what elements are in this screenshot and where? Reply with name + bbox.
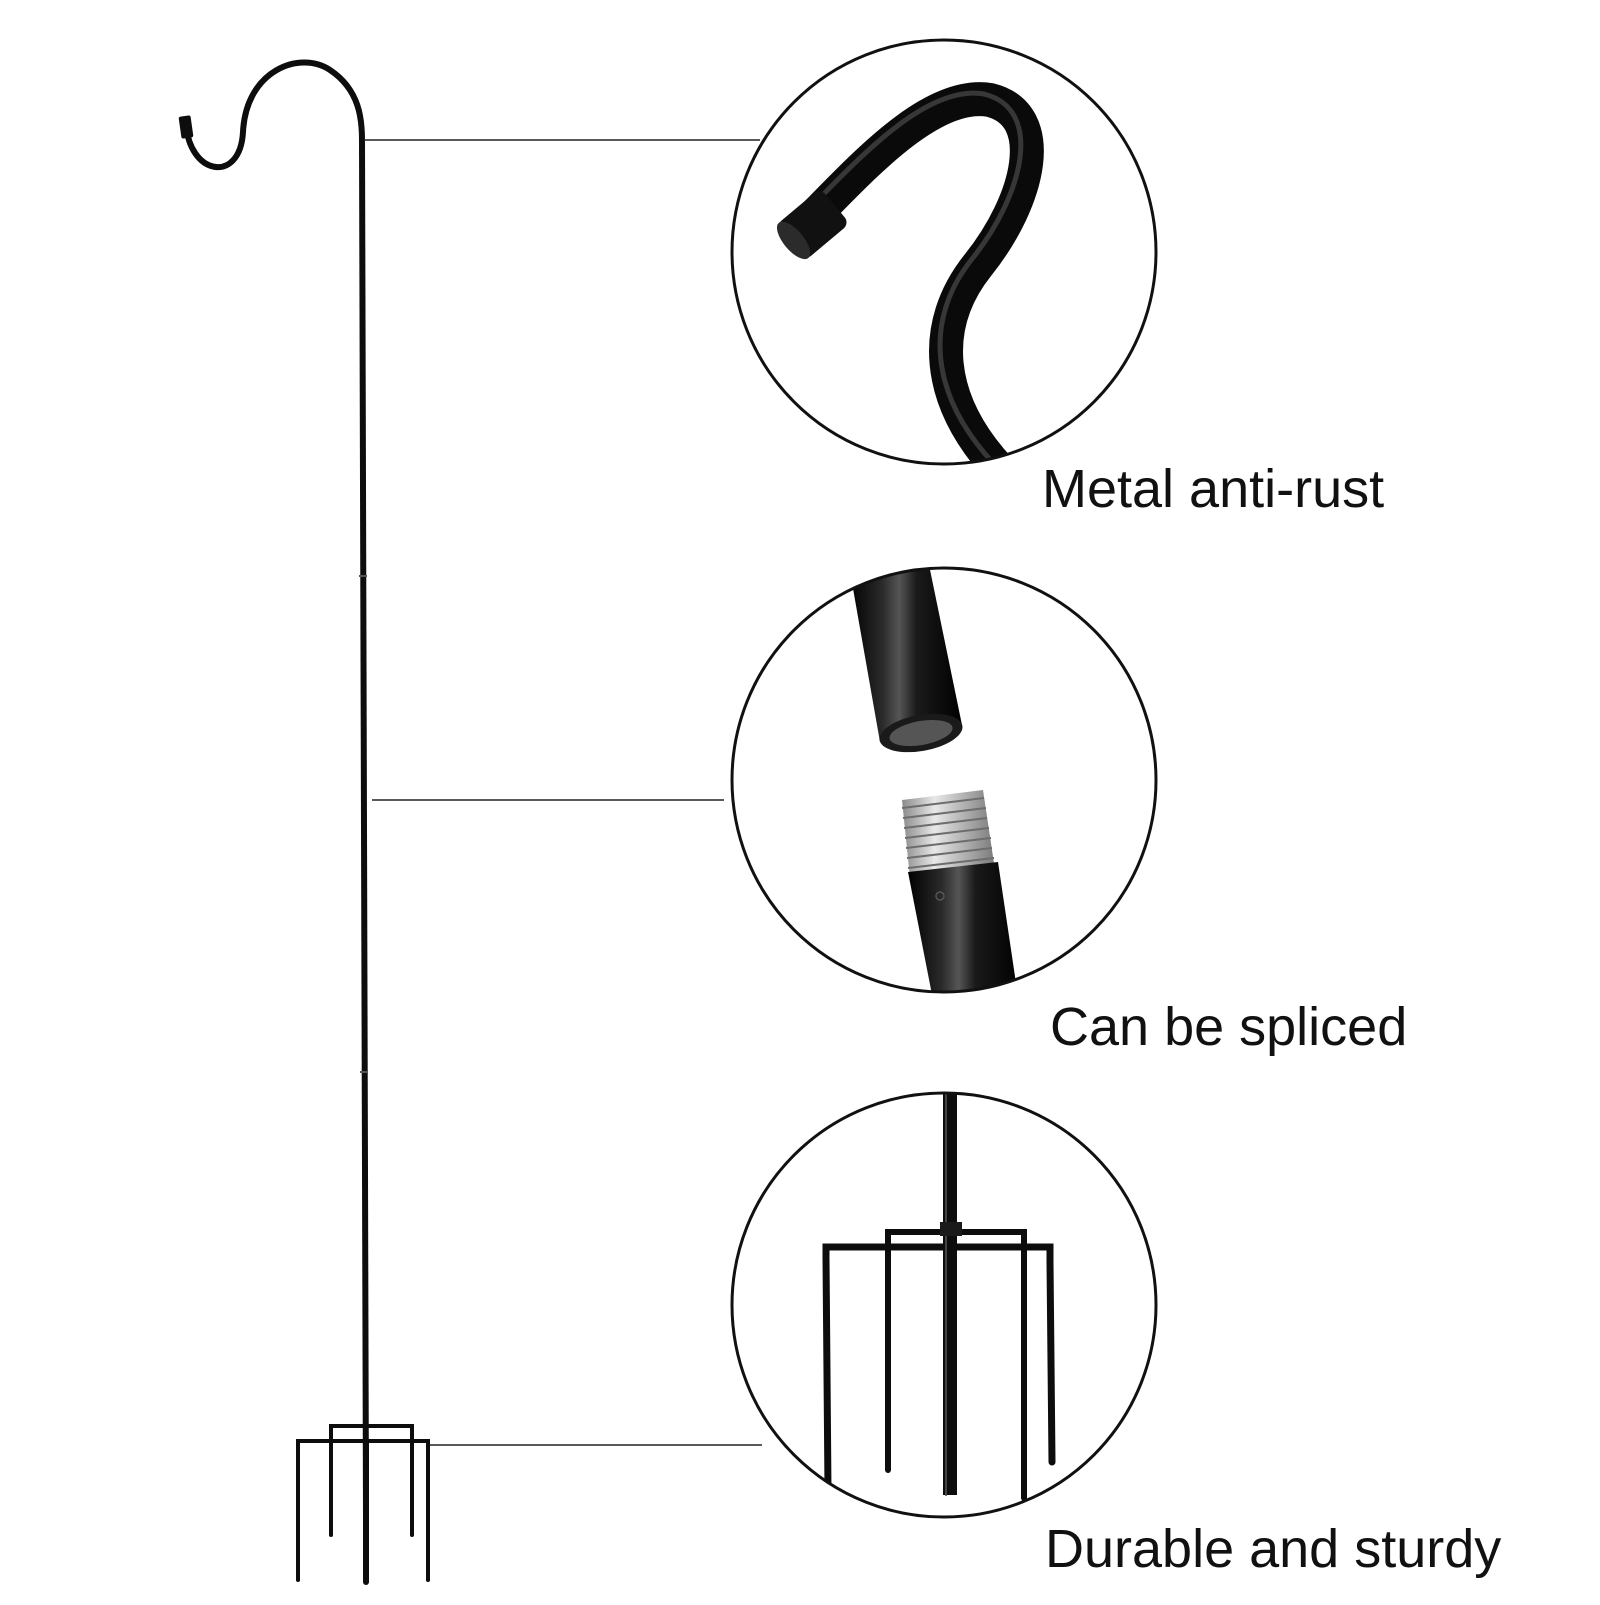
detail-circle-base (730, 1091, 1158, 1519)
shepherd-hook-full (178, 59, 430, 1585)
feature-caption-sturdy: Durable and sturdy (1045, 1519, 1502, 1579)
pipe-dot (935, 891, 945, 901)
upper-pipe (848, 568, 962, 742)
hook-closeup-tube (795, 82, 1044, 464)
lower-pipe (908, 862, 1020, 992)
inner-thread (889, 719, 953, 747)
weld-joint (940, 1222, 962, 1236)
feature-caption-anti-rust: Metal anti-rust (1042, 459, 1385, 519)
detail-circle-border (730, 566, 1158, 994)
hook-closeup-end-cap (776, 191, 847, 260)
hook-closeup-highlight (800, 90, 1024, 464)
detail-circle-splice (730, 566, 1158, 994)
hook-curl (183, 59, 365, 171)
base-closeup-prongs (822, 1093, 1056, 1501)
detail-circle-border (730, 1091, 1158, 1519)
detail-circle-border (730, 38, 1158, 466)
hook-end-cap (178, 115, 194, 139)
threaded-connector (901, 790, 995, 878)
feature-caption-spliced: Can be spliced (1050, 997, 1408, 1057)
main-shaft (359, 139, 369, 1516)
detail-circle-hook (730, 38, 1158, 466)
leader-lines (364, 139, 762, 1446)
five-prong-base (296, 1424, 430, 1585)
